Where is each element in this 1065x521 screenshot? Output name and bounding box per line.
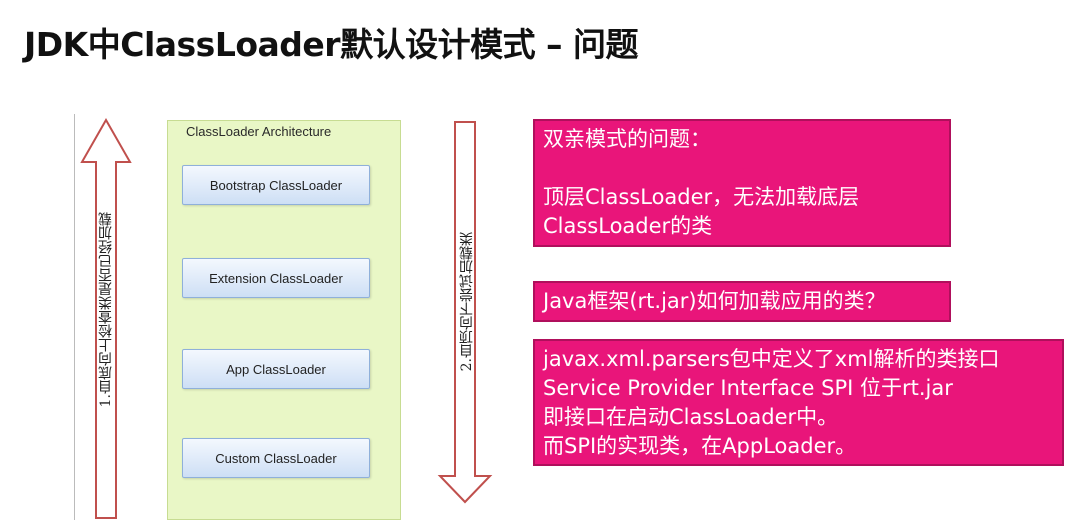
note-line: 即接口在启动ClassLoader中。 bbox=[543, 405, 839, 429]
note-parent-delegation-problem: 双亲模式的问题： 顶层ClassLoader，无法加载底层 ClassLoade… bbox=[533, 119, 951, 247]
note-line bbox=[543, 154, 941, 183]
note-line: 而SPI的实现类，在AppLoader。 bbox=[543, 434, 857, 458]
divider-line bbox=[74, 114, 75, 520]
note-line: 双亲模式的问题： bbox=[543, 127, 711, 151]
classloader-architecture-panel: ClassLoader Architecture Bootstrap Class… bbox=[167, 120, 401, 520]
note-line: ClassLoader的类 bbox=[543, 214, 713, 238]
architecture-title: ClassLoader Architecture bbox=[186, 124, 332, 139]
note-line: Java框架(rt.jar)如何加载应用的类？ bbox=[543, 289, 886, 313]
note-framework-question: Java框架(rt.jar)如何加载应用的类？ bbox=[533, 281, 951, 322]
down-arrow-label: 2.自顶向下尝试加载类 bbox=[459, 232, 475, 372]
app-classloader-box: App ClassLoader bbox=[182, 349, 370, 389]
down-arrow-icon bbox=[437, 121, 493, 504]
bootstrap-classloader-box: Bootstrap ClassLoader bbox=[182, 165, 370, 205]
up-arrow-icon bbox=[80, 118, 132, 519]
note-spi-explanation: javax.xml.parsers包中定义了xml解析的类接口 Service … bbox=[533, 339, 1064, 466]
up-arrow-label: 1.自底向上检查类是否已经加载 bbox=[98, 212, 114, 408]
note-line: Service Provider Interface SPI 位于rt.jar bbox=[543, 376, 953, 400]
page-title: JDK中ClassLoader默认设计模式 – 问题 bbox=[24, 25, 639, 64]
note-line: javax.xml.parsers包中定义了xml解析的类接口 bbox=[543, 347, 1000, 371]
custom-classloader-box: Custom ClassLoader bbox=[182, 438, 370, 478]
extension-classloader-box: Extension ClassLoader bbox=[182, 258, 370, 298]
note-line: 顶层ClassLoader，无法加载底层 bbox=[543, 185, 860, 209]
